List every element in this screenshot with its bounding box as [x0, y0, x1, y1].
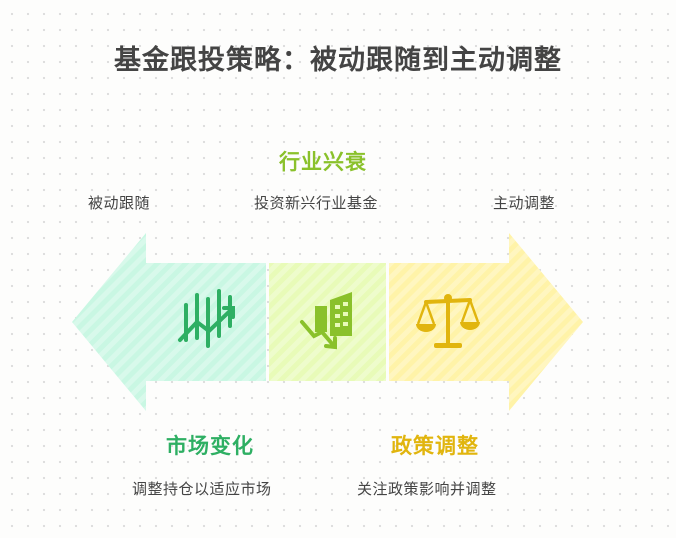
heading-market-change: 市场变化	[166, 433, 254, 458]
page-title: 基金跟投策略：被动跟随到主动调整	[114, 45, 562, 76]
desc-market-change: 调整持仓以适应市场	[132, 480, 272, 498]
top-heading: 行业兴衰	[279, 149, 367, 174]
desc-policy-adjust: 关注政策影响并调整	[357, 480, 497, 498]
market-chart-icon	[178, 289, 235, 348]
label-emerging-industry-fund: 投资新兴行业基金	[254, 194, 379, 212]
heading-policy-adjust: 政策调整	[391, 433, 479, 458]
label-passive-follow: 被动跟随	[88, 194, 151, 212]
arrow-segment-policy	[389, 233, 583, 411]
label-active-adjust: 主动调整	[493, 194, 556, 212]
arrow-segment-market	[72, 233, 266, 411]
industry-building-icon	[300, 292, 352, 350]
policy-scale-icon	[416, 294, 480, 348]
arrow-segment-industry	[269, 263, 386, 381]
